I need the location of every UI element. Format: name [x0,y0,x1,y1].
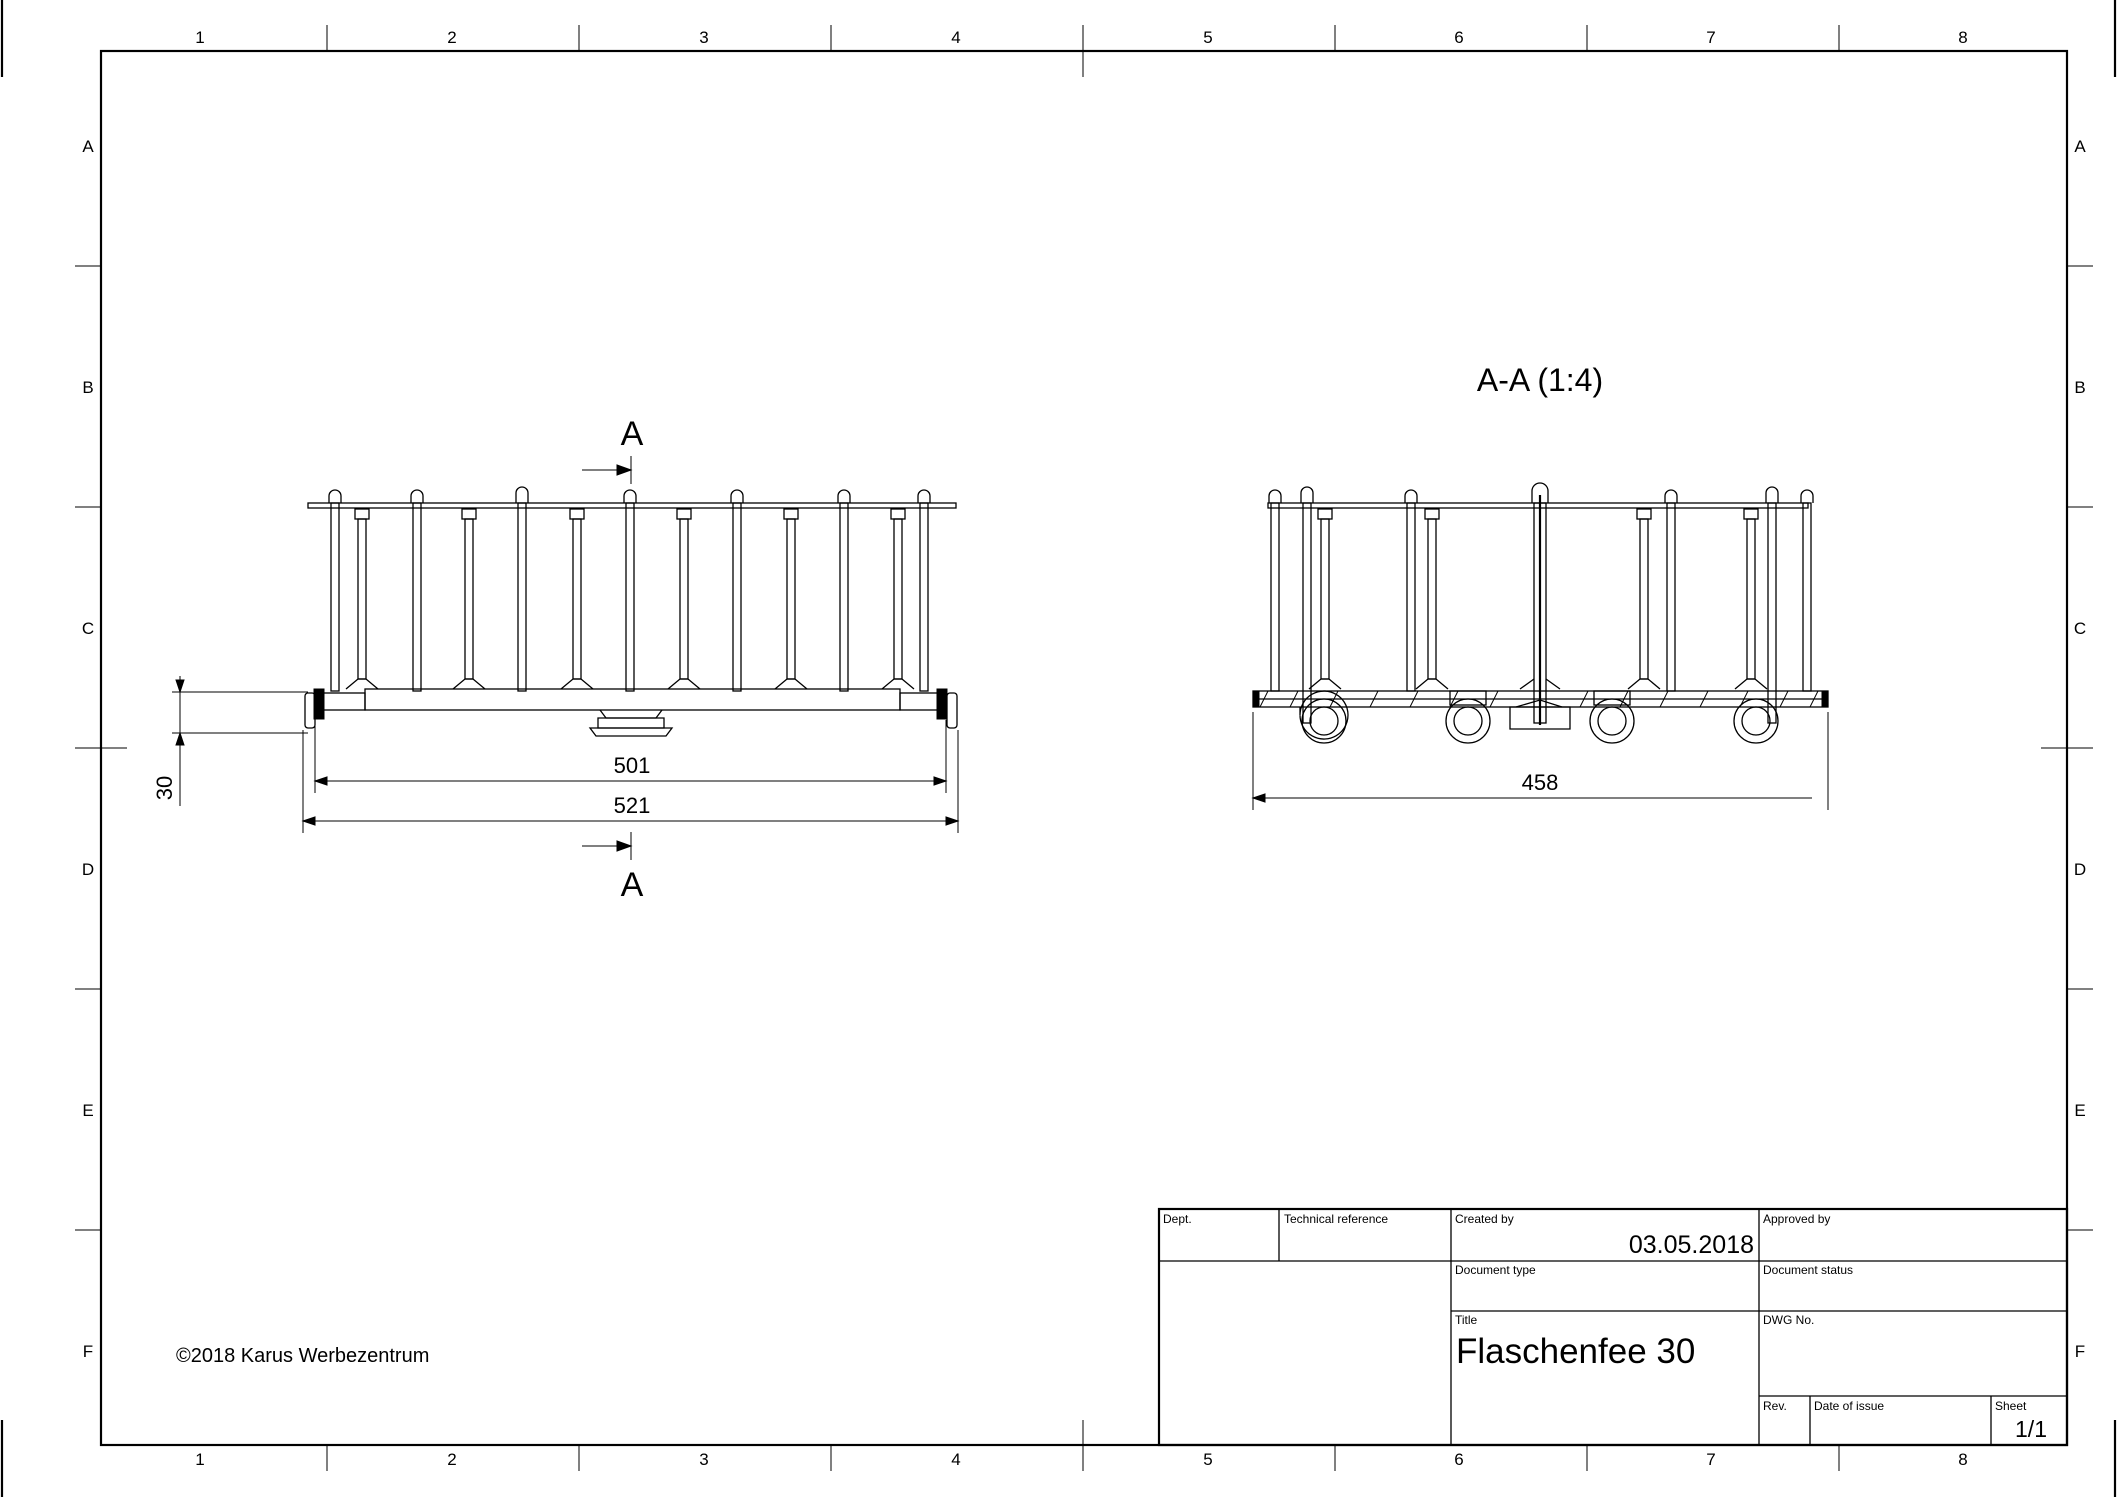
zone-row-d-left: D [82,860,94,879]
zone-row-b-left: B [82,378,93,397]
tb-technical-reference-label: Technical reference [1284,1212,1388,1226]
zone-row-c-left: C [82,619,94,638]
copyright-note: ©2018 Karus Werbezentrum [176,1345,429,1367]
zone-col-6-bottom: 6 [1454,1450,1463,1469]
zone-row-c-right: C [2074,619,2086,638]
zone-row-b-right: B [2074,378,2085,397]
short-rods [345,508,915,690]
zone-col-7-bottom: 7 [1706,1450,1715,1469]
zone-row-a-right: A [2074,137,2086,156]
tb-document-type-label: Document type [1455,1263,1536,1277]
zone-row-f-right: F [2075,1342,2085,1361]
zone-col-8-bottom: 8 [1958,1450,1967,1469]
zone-row-e-right: E [2074,1101,2085,1120]
dim-inner-length: 501 [313,720,948,793]
dim-overall-length: 521 [301,730,960,833]
dim-section-length-label: 458 [1522,770,1559,795]
dim-section-length: 458 [1251,712,1829,810]
tb-sheet-label: Sheet [1995,1399,2027,1413]
zone-col-7-top: 7 [1706,28,1715,47]
tb-created-date: 03.05.2018 [1629,1231,1754,1259]
title-block: Dept. Technical reference Created by 03.… [1157,1207,2069,1447]
zone-col-8-top: 8 [1958,28,1967,47]
tb-dept-label: Dept. [1163,1212,1192,1226]
section-marker-bottom: A [582,832,644,904]
section-wheels [1299,690,1779,744]
tb-dwg-no-label: DWG No. [1763,1313,1814,1327]
zone-col-2-top: 2 [447,28,456,47]
section-marker-top: A [582,415,644,484]
section-letter-top: A [621,415,644,453]
zone-row-f-left: F [83,1342,93,1361]
section-letter-bottom: A [621,866,644,904]
tb-sheet: 1/1 [2015,1416,2047,1442]
section-view-title: A-A (1:4) [1477,362,1603,398]
zone-col-3-bottom: 3 [699,1450,708,1469]
front-view: 30 501 521 A [152,415,960,904]
zone-row-a-left: A [82,137,94,156]
tb-created-by-label: Created by [1455,1212,1514,1226]
base-bar [314,688,947,737]
zone-col-6-top: 6 [1454,28,1463,47]
top-rail [307,502,957,509]
dim-height: 30 [152,676,308,806]
tb-title: Flaschenfee 30 [1456,1332,1695,1371]
zone-col-4-bottom: 4 [951,1450,960,1469]
tb-approved-by-label: Approved by [1763,1212,1830,1226]
tb-document-status-label: Document status [1763,1263,1853,1277]
tb-title-label: Title [1455,1313,1478,1327]
section-center-rod [1531,482,1549,725]
zone-col-2-bottom: 2 [447,1450,456,1469]
tb-date-of-issue-label: Date of issue [1814,1399,1884,1413]
section-view: A-A (1:4) [1251,362,1829,810]
zone-col-4-top: 4 [951,28,960,47]
drawing-border [99,49,2069,1447]
zone-row-e-left: E [82,1101,93,1120]
zone-col-1-top: 1 [195,28,204,47]
zone-col-3-top: 3 [699,28,708,47]
zone-row-d-right: D [2074,860,2086,879]
zone-col-5-bottom: 5 [1203,1450,1212,1469]
zone-col-5-top: 5 [1203,28,1212,47]
dim-overall-length-label: 521 [614,793,651,818]
zone-col-1-bottom: 1 [195,1450,204,1469]
tall-rods [328,486,931,692]
dim-height-label: 30 [152,776,177,800]
tb-rev-label: Rev. [1763,1399,1787,1413]
section-short-rods [1308,508,1768,690]
end-caps [304,688,958,729]
dim-inner-length-label: 501 [614,753,651,778]
section-top-rail [1267,502,1809,509]
